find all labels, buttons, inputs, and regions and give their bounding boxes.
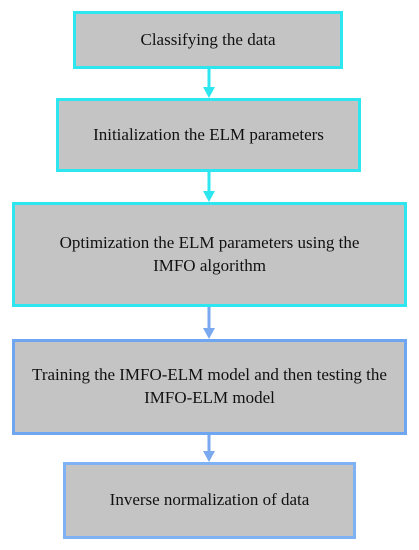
- step-label: Classifying the data: [140, 29, 276, 49]
- step-label: Inverse normalization of data: [109, 490, 310, 510]
- step-initialization-elm-parameters: Initialization the ELM parameters: [56, 98, 361, 172]
- arrow-3-to-4: [203, 307, 215, 339]
- step-label: Optimization the ELM parameters using th…: [59, 232, 360, 275]
- step-label: Training the IMFO-ELM model and then tes…: [32, 365, 387, 407]
- step-label: Initialization the ELM parameters: [93, 124, 324, 144]
- arrow-1-to-2: [203, 69, 215, 98]
- step-training-testing-model: Training the IMFO-ELM model and then tes…: [12, 339, 407, 435]
- arrow-4-to-5: [203, 435, 215, 462]
- step-classifying-data: Classifying the data: [73, 11, 343, 69]
- step-optimization-elm-parameters: Optimization the ELM parameters using th…: [12, 202, 407, 307]
- step-inverse-normalization: Inverse normalization of data: [63, 462, 356, 539]
- arrow-2-to-3: [203, 172, 215, 202]
